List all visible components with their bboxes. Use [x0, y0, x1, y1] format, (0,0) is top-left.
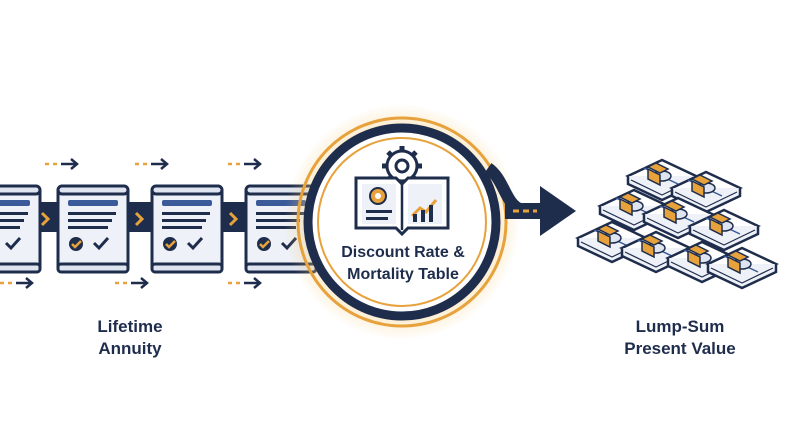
center-label-line-1: Discount Rate &	[341, 244, 465, 261]
open-book-chart-icon	[354, 176, 450, 237]
output-arrow	[484, 163, 576, 236]
center-label: Discount Rate & Mortality Table	[318, 242, 488, 286]
lump-sum-label: Lump-Sum Present Value	[600, 316, 760, 360]
gear-icon	[382, 146, 422, 186]
center-label-line-2: Mortality Table	[347, 266, 459, 283]
lump-sum-label-line-2: Present Value	[624, 339, 736, 358]
lump-sum-label-line-1: Lump-Sum	[635, 317, 725, 336]
annuity-label-line-1: Lifetime	[97, 317, 163, 336]
document-checklist-icon	[0, 184, 318, 274]
annuity-label-line-2: Annuity	[98, 339, 162, 358]
annuity-label: Lifetime Annuity	[70, 316, 190, 360]
money-stack-icon	[576, 158, 778, 290]
